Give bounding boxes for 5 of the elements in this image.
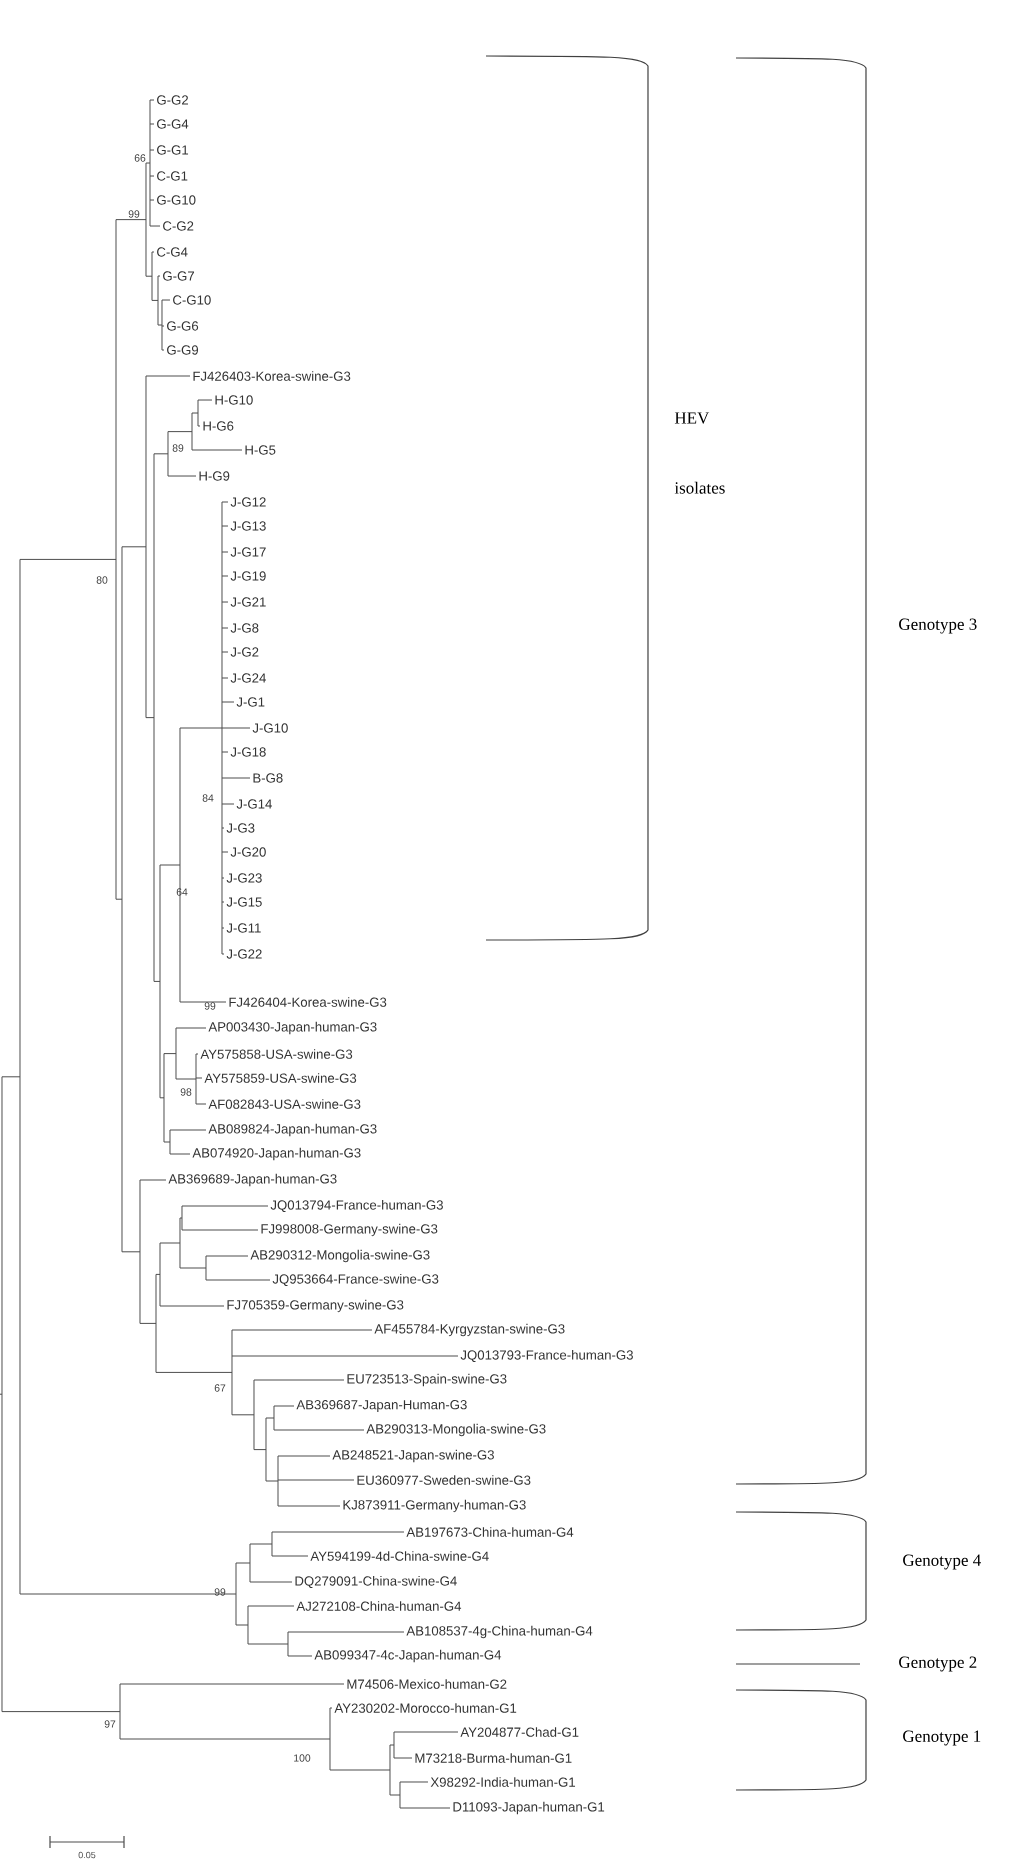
group-label: HEV isolates: [674, 412, 725, 494]
genotype-label: Genotype 1: [903, 1730, 981, 1746]
genotype-label: Genotype 3: [899, 618, 977, 634]
genotype-label: Genotype 4: [903, 1554, 981, 1570]
genotype-label: Genotype 2: [899, 1656, 977, 1672]
